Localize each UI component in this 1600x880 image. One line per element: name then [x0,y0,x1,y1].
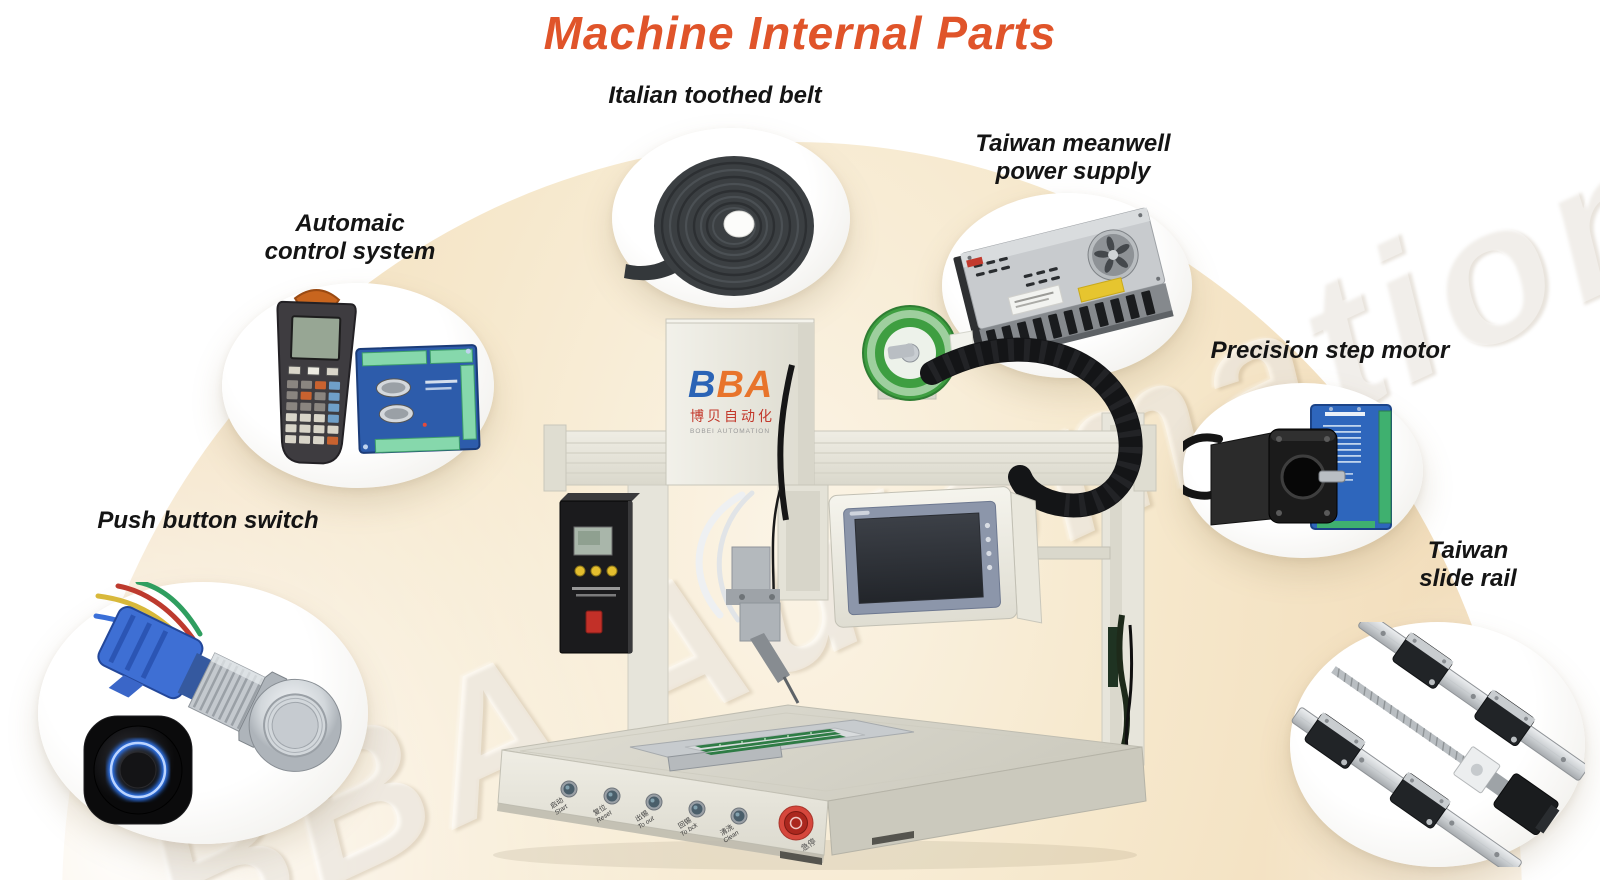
belt-coil [654,156,814,296]
pcb-strip [705,735,846,755]
callout-label-power-supply: Taiwan meanwell power supply [923,130,1223,186]
linear-rails [1291,622,1585,867]
z-axis-head-column: BBA 博贝自动化 BOBEI AUTOMATION [665,318,815,486]
label-line: power supply [995,157,1151,185]
push-button-image [83,582,342,825]
label-line: Italian toothed belt [608,82,822,109]
label-line: Precision step motor [1210,337,1450,364]
solder-iron-tip [782,676,800,704]
bubble-slide-rail [1290,622,1585,867]
control-system-image [276,289,481,465]
ball-screw [1331,666,1560,836]
label-line: Taiwan [1427,537,1509,564]
hmi-brand-mark [849,510,870,516]
soldering-head [726,546,800,704]
left-support-post [627,484,669,741]
feeder-power-switch [585,610,603,634]
stepper-motor [1183,428,1346,526]
head-cable [777,364,795,521]
brand-chinese: 博贝自动化 [690,408,775,424]
feeder-button [590,565,602,577]
toothed-belt-image [624,156,814,296]
brand-subtitle: BOBEI AUTOMATION [690,428,770,435]
bubble-control-system [222,283,494,488]
hmi-screen [854,512,984,604]
label-line: control system [264,237,436,265]
slide-rail-image [1291,622,1585,867]
feeder-button [606,565,618,577]
yellow-label [1077,277,1125,303]
soldering-robot-machine: BBA 博贝自动化 BOBEI AUTOMATION [480,295,1180,870]
air-tube [716,490,755,623]
metal-push-button [97,606,342,772]
thread-lines [192,656,264,730]
step-motor-image [1183,404,1392,530]
callout-label-toothed-belt: Italian toothed belt [565,82,865,110]
rail-carriages [1304,632,1536,829]
air-tube [695,491,746,619]
label-line: Automaic [295,210,405,237]
callout-label-push-button: Push button switch [58,507,358,535]
vent-slots [973,256,1060,287]
label-line: Taiwan meanwell [975,130,1171,157]
bubble-step-motor [1183,383,1423,558]
bubble-push-button [38,582,368,844]
cable-chain [920,337,1143,518]
hmi-button [985,536,991,543]
motion-control-board [355,344,481,454]
pcb-strip [700,732,841,752]
feeder-button [574,565,586,577]
label-line: Push button switch [97,507,319,534]
hmi-button [986,550,992,557]
page-title: Machine Internal Parts [543,7,1057,59]
bubble-toothed-belt [612,128,850,308]
machine-drawing: BBA 博贝自动化 BOBEI AUTOMATION [493,305,1157,870]
machine-base [497,704,1147,865]
led-push-button [83,715,193,825]
red-label [966,256,984,268]
hmi-button [984,522,991,529]
fan-grille [1087,229,1139,281]
callout-label-step-motor: Precision step motor [1180,337,1480,365]
hmi-touchscreen [828,486,1043,628]
gantry-crossbeam [543,424,1157,492]
bba-logo: BBA [688,364,773,406]
callout-label-slide-rail: Taiwan slide rail [1318,537,1600,593]
to-out-button: 出锡To out [633,793,663,831]
clean-button: 清洗Clean [718,807,748,845]
label-line: slide rail [1419,564,1517,592]
callout-label-control-system: Automaic control system [200,210,500,266]
pendant-keypad [284,380,341,445]
solder-feeder-controller [559,493,640,654]
teach-pendant [276,289,357,465]
hmi-button [987,564,993,571]
